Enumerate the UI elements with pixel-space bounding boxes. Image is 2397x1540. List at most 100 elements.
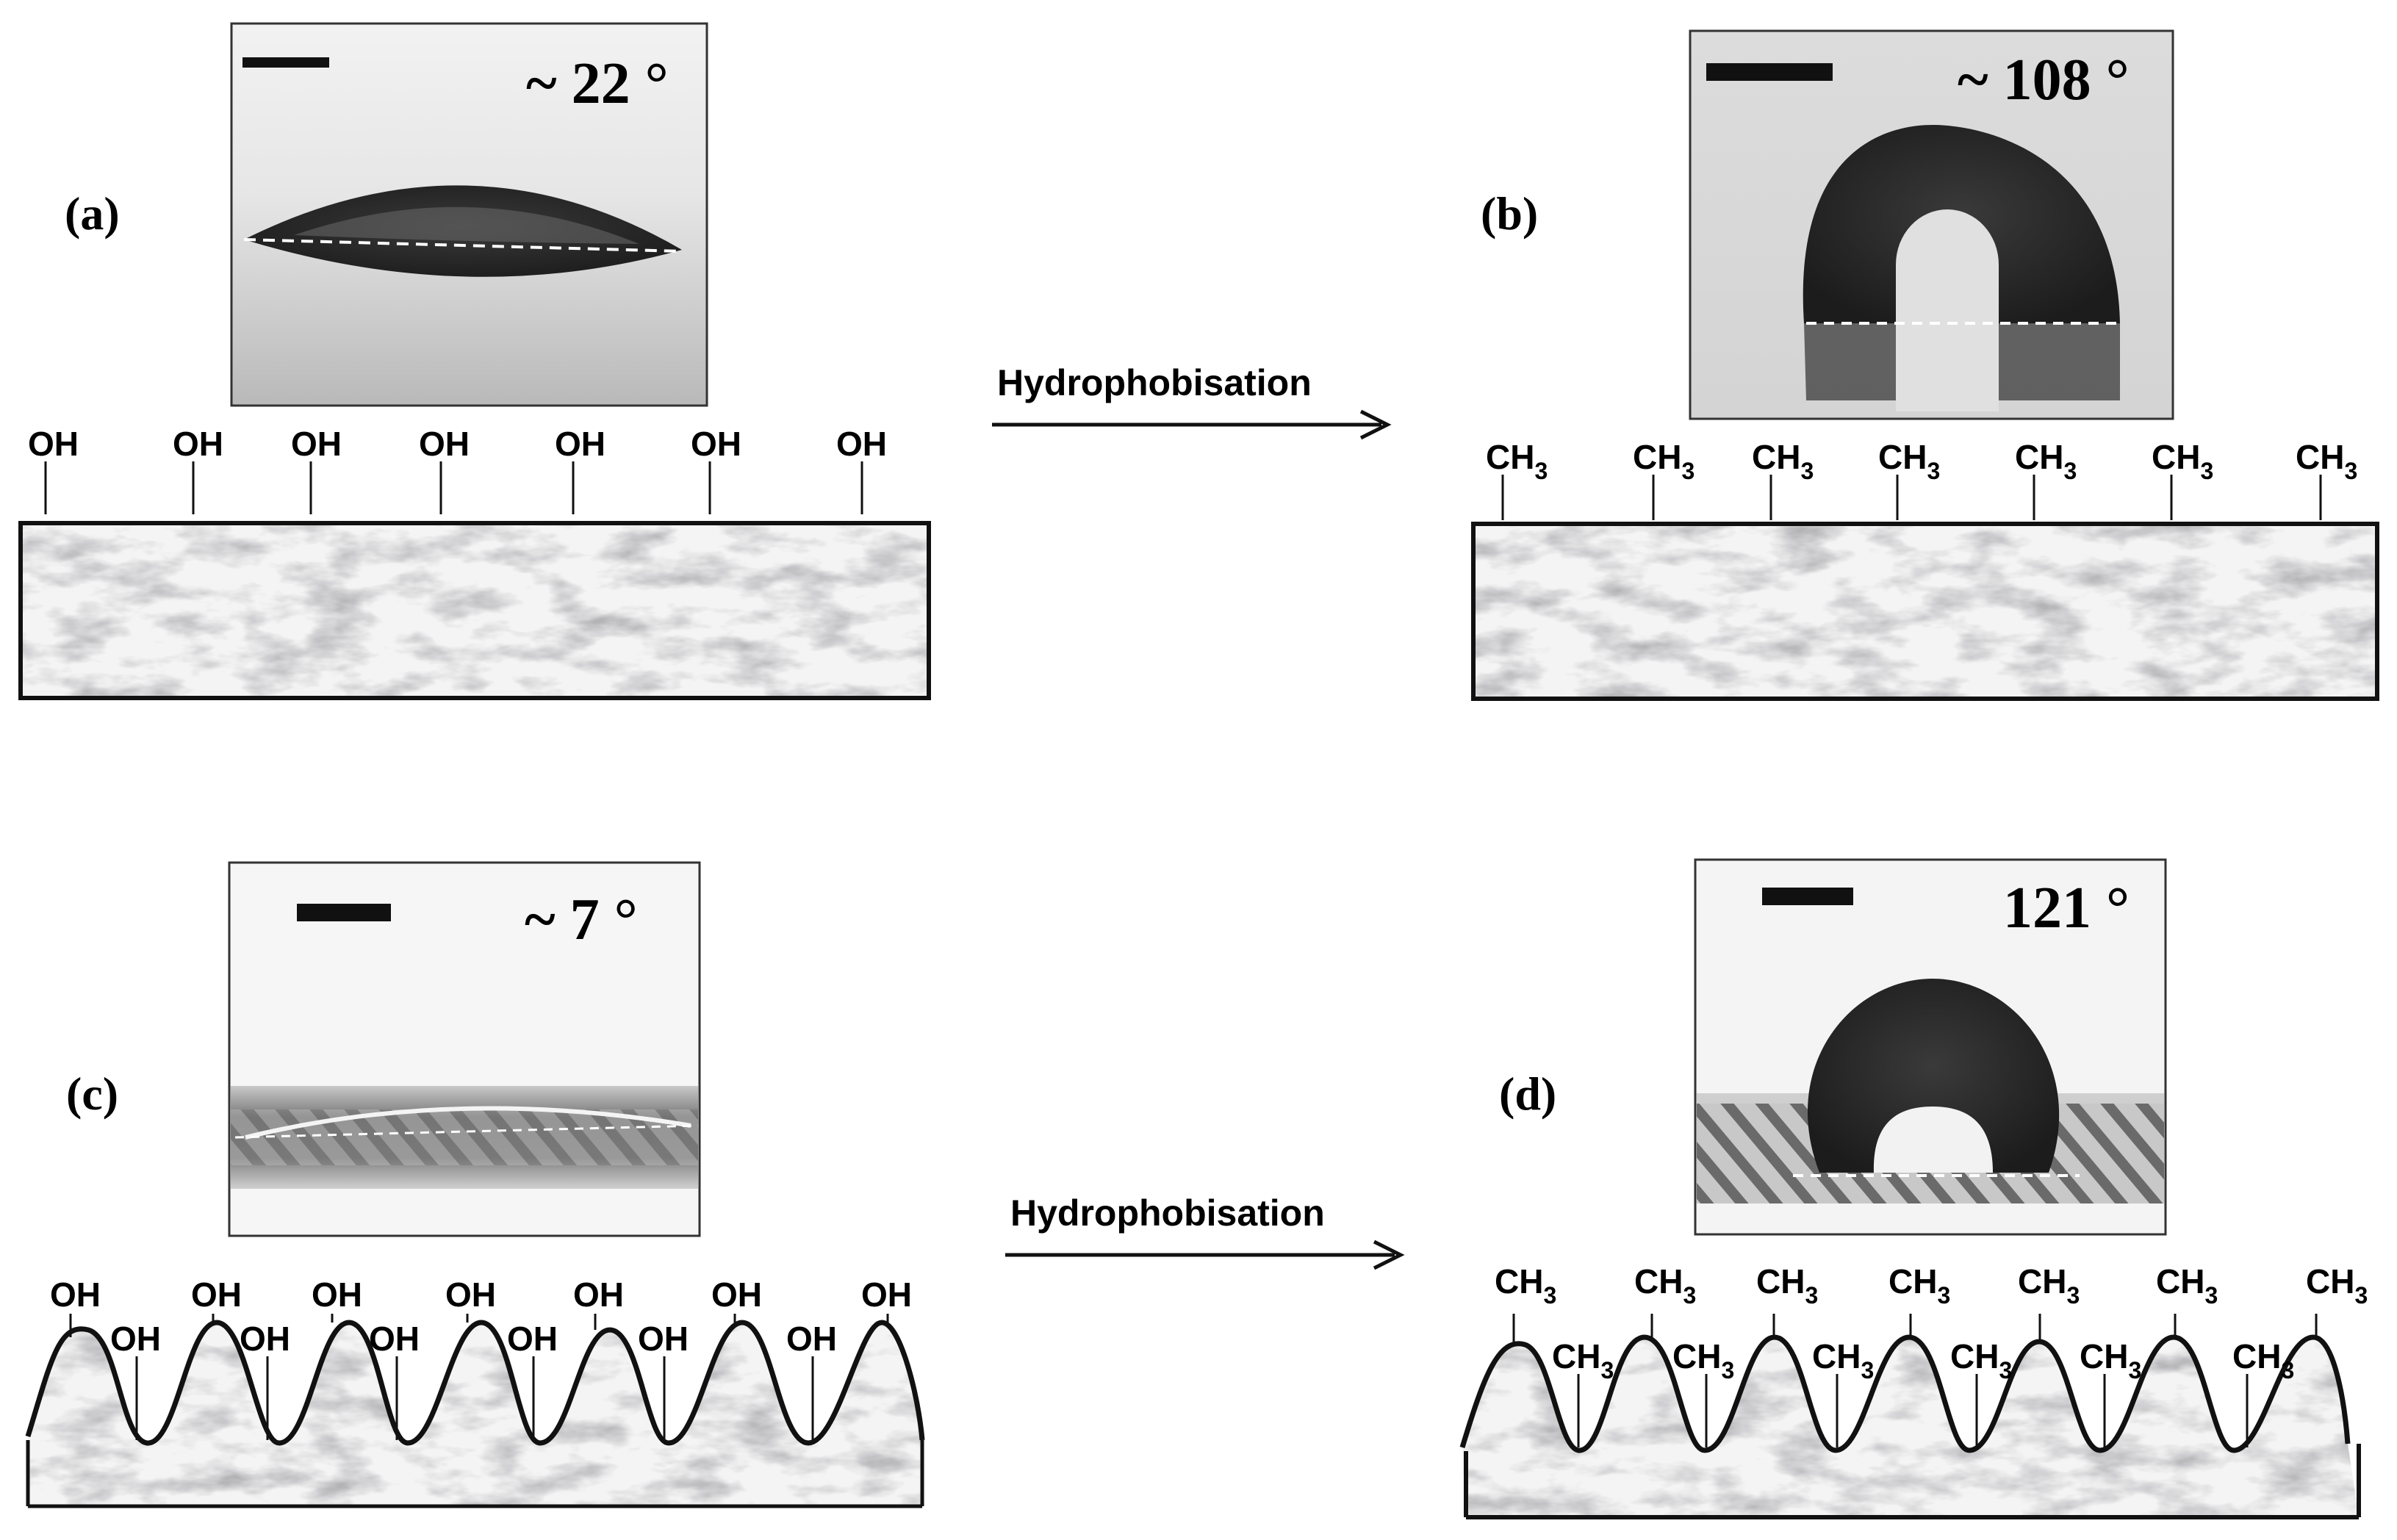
group-label: OH	[861, 1275, 912, 1314]
contact-angle-b: ~ 108 °	[1958, 48, 2130, 112]
group-subscript: 3	[1800, 458, 1814, 484]
group-label: OH	[445, 1275, 496, 1314]
svg-text:CH3: CH3	[1633, 438, 1695, 484]
oh-labels-c: OH OH OH OH OH OH OH OH OH OH OH OH OH	[50, 1275, 912, 1358]
group-label: CH	[1672, 1337, 1721, 1375]
group-label: CH	[1812, 1337, 1861, 1375]
group-label: OH	[836, 425, 887, 463]
svg-text:CH3: CH3	[1634, 1262, 1696, 1309]
svg-text:CH3: CH3	[2015, 438, 2077, 484]
group-subscript: 3	[1861, 1357, 1874, 1384]
functional-groups-d	[1512, 1314, 2318, 1447]
group-label: CH	[2306, 1262, 2354, 1300]
group-label: OH	[555, 425, 605, 463]
group-label: OH	[638, 1320, 689, 1358]
droplet-photo-b: ~ 108 °	[1689, 29, 2174, 420]
oh-labels-a: OH OH OH OH OH OH OH	[28, 425, 887, 463]
group-subscript: 3	[2354, 1282, 2368, 1309]
contact-angle-a: ~ 22 °	[526, 51, 669, 116]
functional-groups-c	[69, 1314, 889, 1440]
contact-angle-d: 121 °	[2003, 876, 2130, 940]
group-label: CH	[1950, 1337, 1999, 1375]
rough-substrate-c	[25, 1320, 925, 1508]
contact-angle-c: ~ 7 °	[525, 888, 638, 952]
group-label: CH	[1752, 438, 1800, 476]
svg-text:CH3: CH3	[1486, 438, 1548, 484]
svg-text:CH3: CH3	[1950, 1337, 2012, 1384]
group-subscript: 3	[2200, 458, 2213, 484]
group-subscript: 3	[1805, 1282, 1818, 1309]
group-subscript: 3	[1721, 1357, 1734, 1384]
group-subscript: 3	[1534, 458, 1548, 484]
group-subscript: 3	[2128, 1357, 2141, 1384]
substrate-a	[18, 521, 931, 700]
panel-a: (a) ~ 22 ° OH OH OH OH	[18, 22, 931, 700]
arrow-label-bottom: Hydrophobisation	[1010, 1192, 1325, 1234]
svg-text:CH3: CH3	[1889, 1262, 1950, 1309]
group-label: OH	[50, 1275, 101, 1314]
group-label: CH	[2018, 1262, 2066, 1300]
group-subscript: 3	[2066, 1282, 2080, 1309]
group-label: OH	[28, 425, 79, 463]
group-label: OH	[191, 1275, 242, 1314]
svg-text:CH3: CH3	[1552, 1337, 1614, 1384]
group-label: OH	[691, 425, 741, 463]
group-label: CH	[2156, 1262, 2204, 1300]
svg-text:CH3: CH3	[2156, 1262, 2218, 1309]
group-subscript: 3	[1600, 1357, 1614, 1384]
group-label: OH	[240, 1320, 290, 1358]
functional-groups-b	[1501, 475, 2322, 520]
group-label: OH	[312, 1275, 362, 1314]
droplet-c	[245, 1106, 691, 1140]
svg-text:CH3: CH3	[1756, 1262, 1818, 1309]
svg-text:CH3: CH3	[2152, 438, 2213, 484]
group-subscript: 3	[1927, 458, 1940, 484]
group-subscript: 3	[1999, 1357, 2012, 1384]
group-label: CH	[1633, 438, 1681, 476]
svg-text:CH3: CH3	[2018, 1262, 2080, 1309]
scale-bar-a	[242, 57, 329, 68]
group-label: CH	[2015, 438, 2063, 476]
group-label: OH	[369, 1320, 420, 1358]
panel-d: (d) 121 °	[1459, 858, 2368, 1519]
group-label: CH	[2080, 1337, 2128, 1375]
group-subscript: 3	[1543, 1282, 1556, 1309]
svg-text:CH3: CH3	[1752, 438, 1814, 484]
scale-bar-d	[1762, 888, 1853, 905]
svg-text:CH3: CH3	[1812, 1337, 1874, 1384]
scale-bar-b	[1706, 63, 1833, 81]
group-subscript: 3	[2281, 1357, 2294, 1384]
group-subscript: 3	[1683, 1282, 1696, 1309]
group-label: CH	[1756, 1262, 1805, 1300]
svg-text:CH3: CH3	[2306, 1262, 2368, 1309]
group-subscript: 3	[1681, 458, 1695, 484]
group-label: CH	[2296, 438, 2344, 476]
droplet-d	[1807, 979, 2060, 1173]
group-label: CH	[2152, 438, 2200, 476]
panel-label-d: (d)	[1499, 1068, 1556, 1120]
group-subscript: 3	[2204, 1282, 2218, 1309]
group-label: OH	[291, 425, 342, 463]
panel-b: (b) ~ 108 ° CH3 CH3	[1471, 29, 2379, 701]
panel-label-a: (a)	[65, 187, 120, 240]
hydrophobisation-arrow-top: Hydrophobisation	[992, 362, 1392, 440]
scale-bar-c	[297, 904, 391, 921]
rough-substrate-d	[1459, 1334, 2361, 1519]
svg-text:CH3: CH3	[2296, 438, 2357, 484]
group-label: OH	[419, 425, 470, 463]
hydrophobisation-arrow-bottom: Hydrophobisation	[1005, 1192, 1405, 1270]
group-label: CH	[1486, 438, 1534, 476]
ch3-labels-d: CH3 CH3 CH3 CH3 CH3 CH3 CH3 CH3 CH3 CH3 …	[1495, 1262, 2368, 1384]
substrate-b	[1471, 522, 2379, 701]
group-label: CH	[1634, 1262, 1683, 1300]
svg-text:CH3: CH3	[1878, 438, 1940, 484]
svg-text:CH3: CH3	[2080, 1337, 2141, 1384]
droplet-photo-a: ~ 22 °	[230, 22, 708, 407]
functional-groups-a	[44, 461, 863, 514]
panel-label-c: (c)	[66, 1068, 118, 1120]
group-label: CH	[1552, 1337, 1600, 1375]
group-label: OH	[573, 1275, 624, 1314]
svg-text:CH3: CH3	[1495, 1262, 1556, 1309]
svg-text:CH3: CH3	[1672, 1337, 1734, 1384]
